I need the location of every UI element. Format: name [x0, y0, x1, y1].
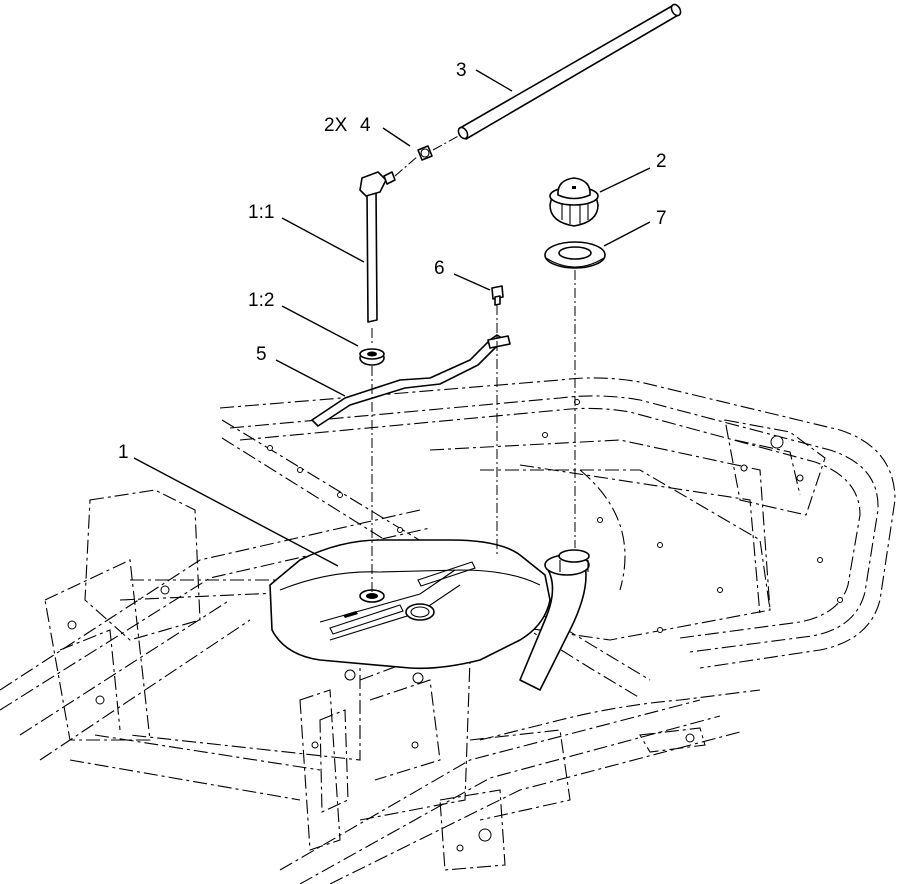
fuel-cap	[549, 177, 599, 227]
callout-6: 6	[434, 258, 445, 279]
callout-3: 3	[456, 60, 467, 81]
hose-clamp	[417, 133, 463, 161]
mower-frame	[0, 377, 896, 884]
callout-4: 4	[360, 115, 371, 136]
callout-2: 2	[656, 151, 667, 172]
grommet	[359, 328, 385, 592]
callout-7: 7	[656, 208, 667, 229]
callout-5: 5	[256, 344, 267, 365]
cap-gasket	[544, 241, 606, 548]
callout-labels: 3 2X 4 2 1:1 7 6 1:2 5 1	[118, 60, 667, 463]
callout-1-1: 1:1	[248, 202, 274, 223]
fuel-hose	[457, 3, 682, 140]
callout-1-2: 1:2	[248, 290, 274, 311]
filler-neck	[519, 549, 590, 691]
bolt	[491, 285, 504, 555]
fuel-tank	[269, 539, 551, 670]
callout-2x: 2X	[324, 115, 348, 136]
callout-1: 1	[118, 442, 129, 463]
leader-lines	[133, 69, 651, 567]
hold-down-strap	[311, 334, 511, 427]
fuel-pickup-tube	[359, 155, 419, 323]
